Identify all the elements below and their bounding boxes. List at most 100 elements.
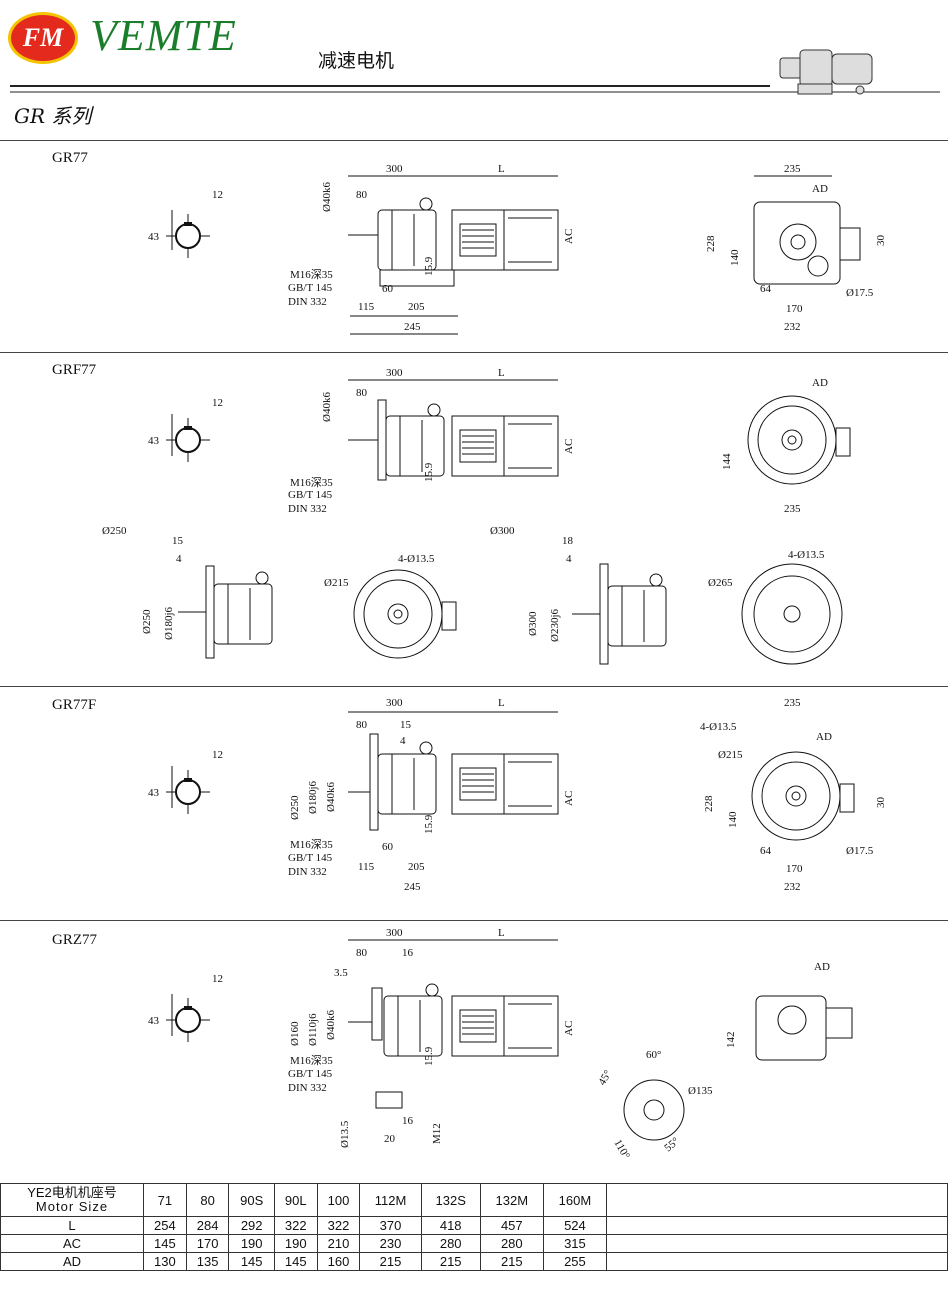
- gr77f-drawing: 12 43 300 L 80 15 4 Ø250 Ø180j6 Ø40k6 AC…: [148, 697, 887, 893]
- section-label: GR77F: [52, 697, 97, 713]
- svg-text:43: 43: [148, 787, 160, 799]
- svg-text:43: 43: [148, 231, 160, 243]
- svg-text:170: 170: [786, 303, 803, 315]
- svg-text:Ø17.5: Ø17.5: [846, 845, 874, 857]
- svg-text:Ø180j6: Ø180j6: [163, 607, 175, 641]
- svg-text:4-Ø13.5: 4-Ø13.5: [788, 549, 825, 561]
- table-cell: 145: [228, 1252, 275, 1271]
- svg-text:Ø13.5: Ø13.5: [339, 1120, 351, 1148]
- table-cell: 210: [316, 1234, 361, 1253]
- table-cell: 284: [185, 1216, 230, 1235]
- svg-text:232: 232: [784, 321, 801, 333]
- table-cell: 280: [420, 1234, 481, 1253]
- svg-text:60°: 60°: [646, 1049, 661, 1061]
- table-cell: 145: [273, 1252, 318, 1271]
- svg-text:140: 140: [729, 249, 741, 266]
- svg-text:Ø215: Ø215: [718, 749, 743, 761]
- svg-text:80: 80: [356, 719, 368, 731]
- svg-text:245: 245: [404, 321, 421, 333]
- svg-text:30: 30: [875, 797, 887, 809]
- empty-cell: [606, 1252, 948, 1271]
- svg-text:110°: 110°: [611, 1138, 632, 1162]
- header-label-en: Motor Size: [35, 1199, 109, 1214]
- table-row: AD 130 135 145 145 160 215 215 215 255: [0, 1252, 948, 1271]
- empty-cell: [606, 1216, 948, 1235]
- svg-text:AC: AC: [563, 439, 575, 454]
- grf77-drawing: 12 43 300 L 80 Ø40k6 AC 15.9 M16深35 GB/T…: [102, 367, 851, 665]
- svg-text:GB/T 145: GB/T 145: [288, 852, 333, 864]
- svg-text:15: 15: [172, 535, 184, 547]
- svg-text:Ø215: Ø215: [324, 577, 349, 589]
- svg-text:L: L: [498, 367, 505, 379]
- svg-text:60: 60: [382, 841, 394, 853]
- page-subtitle: 减速电机: [318, 50, 395, 72]
- size-cell: 112M: [359, 1183, 422, 1217]
- svg-text:228: 228: [705, 235, 717, 252]
- table-cell: 230: [359, 1234, 422, 1253]
- svg-text:M12: M12: [431, 1123, 443, 1144]
- svg-text:Ø265: Ø265: [708, 577, 733, 589]
- svg-text:M16深35: M16深35: [290, 838, 333, 851]
- svg-text:3.5: 3.5: [334, 967, 348, 979]
- grz77-drawing: 12 43 300 L 80 16 3.5 Ø160 Ø110j6 Ø40k6 …: [148, 927, 853, 1162]
- svg-text:L: L: [498, 927, 505, 939]
- svg-text:Ø135: Ø135: [688, 1085, 713, 1097]
- svg-text:80: 80: [356, 189, 368, 201]
- svg-text:205: 205: [408, 861, 425, 873]
- header-graphics: [10, 49, 940, 95]
- svg-text:Ø17.5: Ø17.5: [846, 287, 874, 299]
- svg-text:L: L: [498, 163, 505, 175]
- svg-text:AD: AD: [812, 183, 828, 195]
- svg-text:DIN 332: DIN 332: [288, 296, 327, 308]
- empty-cell: [606, 1183, 948, 1217]
- section-gr77: [0, 140, 948, 353]
- technical-drawings: 12 43 300 L 80 Ø40k6 AC 15.9 M16深35 GB/T…: [102, 163, 887, 1162]
- svg-text:235: 235: [784, 163, 801, 175]
- svg-text:115: 115: [358, 301, 375, 313]
- size-cell: 71: [143, 1183, 187, 1217]
- table-cell: 215: [420, 1252, 481, 1271]
- svg-text:DIN 332: DIN 332: [288, 503, 327, 515]
- table-cell: 292: [228, 1216, 275, 1235]
- size-cell: 132M: [479, 1183, 544, 1217]
- table-cell: 315: [542, 1234, 608, 1253]
- svg-text:140: 140: [727, 811, 739, 828]
- company-logo: FM: [8, 12, 78, 64]
- section-label: GR77: [52, 150, 88, 166]
- svg-text:300: 300: [386, 927, 403, 939]
- svg-text:AC: AC: [563, 791, 575, 806]
- table-cell: 130: [143, 1252, 187, 1271]
- table-cell: 170: [185, 1234, 230, 1253]
- section-grf77: [0, 352, 948, 687]
- svg-text:64: 64: [760, 845, 772, 857]
- svg-text:Ø40k6: Ø40k6: [321, 182, 333, 212]
- size-cell: 80: [185, 1183, 230, 1217]
- svg-text:Ø40k6: Ø40k6: [325, 1010, 337, 1040]
- svg-text:15.9: 15.9: [423, 814, 435, 834]
- svg-text:15.9: 15.9: [423, 1046, 435, 1066]
- gr77-drawing: 12 43 300 L 80 Ø40k6 AC 15.9 M16深35 GB/T…: [148, 163, 887, 335]
- svg-text:300: 300: [386, 697, 403, 709]
- svg-text:115: 115: [358, 861, 375, 873]
- svg-text:15.9: 15.9: [423, 256, 435, 276]
- table-cell: 370: [359, 1216, 422, 1235]
- section-grz77: [0, 920, 948, 1183]
- header-label-cn: YE2电机机座号: [27, 1185, 117, 1200]
- svg-text:16: 16: [402, 947, 414, 959]
- svg-text:DIN 332: DIN 332: [288, 866, 327, 878]
- svg-text:Ø110j6: Ø110j6: [307, 1013, 319, 1046]
- svg-text:45°: 45°: [596, 1068, 614, 1087]
- table-cell: 524: [542, 1216, 608, 1235]
- svg-text:M16深35: M16深35: [290, 1054, 333, 1067]
- svg-text:GB/T 145: GB/T 145: [288, 1068, 333, 1080]
- svg-text:80: 80: [356, 947, 368, 959]
- table-header-row: YE2电机机座号 Motor Size 71 80 90S 90L 100 11…: [0, 1183, 948, 1217]
- svg-text:20: 20: [384, 1133, 396, 1145]
- svg-text:Ø40k6: Ø40k6: [321, 392, 333, 422]
- row-label: AC: [0, 1234, 144, 1253]
- table-cell: 254: [143, 1216, 187, 1235]
- svg-text:18: 18: [562, 535, 574, 547]
- svg-text:12: 12: [212, 189, 223, 201]
- svg-text:AD: AD: [816, 731, 832, 743]
- row-label: AD: [0, 1252, 144, 1271]
